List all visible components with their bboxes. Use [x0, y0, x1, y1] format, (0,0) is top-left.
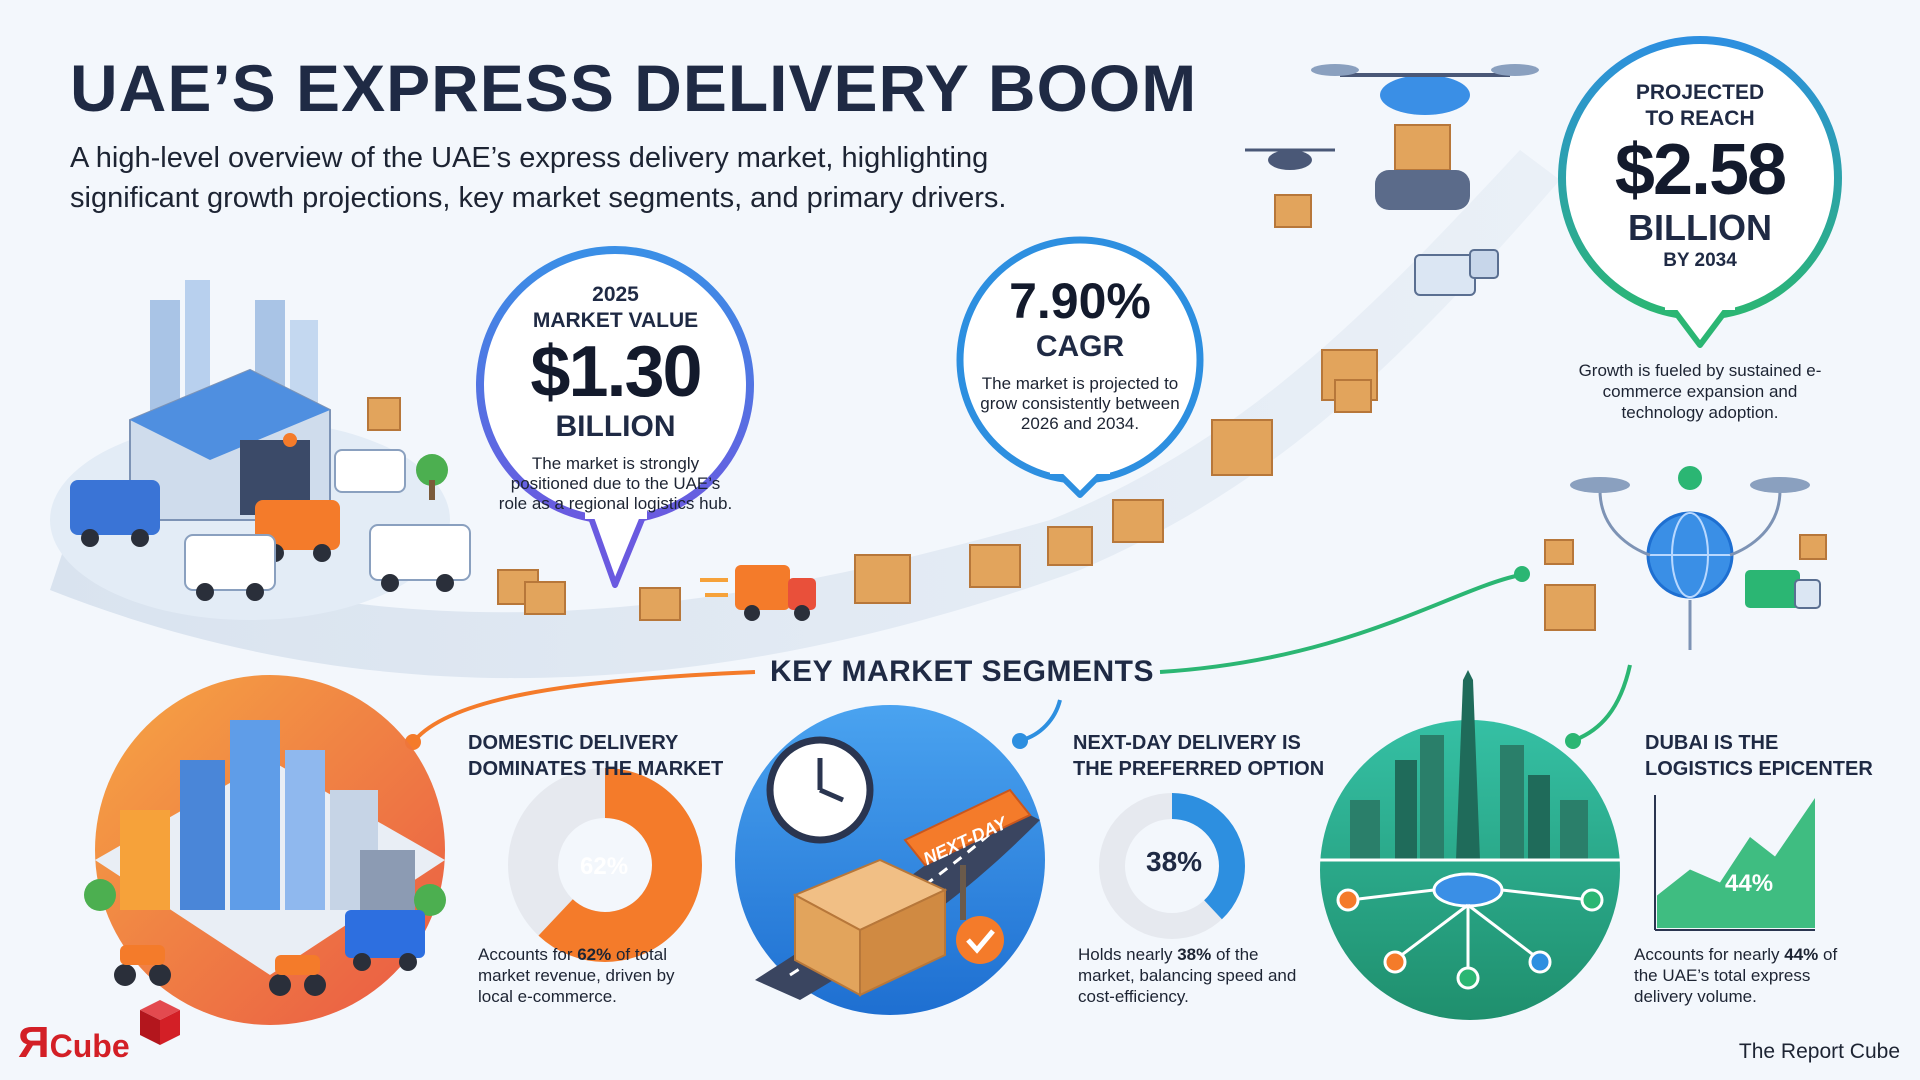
- page-title: UAE’S EXPRESS DELIVERY BOOM: [70, 51, 1198, 125]
- growth-note: Growth is fueled by sustained e-commerce…: [1578, 361, 1822, 422]
- projection-unit: BILLION: [1628, 207, 1772, 248]
- projection-year: BY 2034: [1663, 250, 1737, 271]
- domestic-share-chart: [508, 768, 702, 962]
- segment-1-heading-line-2: DOMINATES THE MARKET: [468, 758, 724, 780]
- market-label: MARKET VALUE: [532, 309, 699, 332]
- segment-1-description: Accounts for 62% of total market revenue…: [478, 944, 698, 1007]
- dubai-hub-icon: [1320, 670, 1620, 1020]
- delivery-van-icon: [70, 449, 471, 601]
- market-year: 2025: [592, 283, 639, 306]
- segment-2-desc-bold: 38%: [1177, 945, 1212, 964]
- section-title: KEY MARKET SEGMENTS: [770, 655, 1154, 688]
- drone-icon: [1245, 64, 1539, 228]
- projection-text: PROJECTED TO REACH $2.58 BILLION BY 2034: [1570, 80, 1830, 274]
- segment-3-desc-bold: 44%: [1784, 945, 1819, 964]
- segment-1-heading: DOMESTIC DELIVERY DOMINATES THE MARKET: [468, 730, 728, 782]
- segment-1-desc-bold: 62%: [577, 945, 612, 964]
- projection-value: $2.58: [1614, 130, 1787, 210]
- cagr-note: The market is projected to grow consiste…: [980, 374, 1180, 433]
- logo-cube-icon: [140, 1000, 180, 1045]
- warehouse-icon: [50, 280, 450, 620]
- segment-1-desc-pre: Accounts for: [478, 945, 578, 964]
- segment-3-heading: DUBAI IS THE LOGISTICS EPICENTER: [1645, 730, 1885, 782]
- projection-label-2: TO REACH: [1645, 107, 1755, 130]
- market-value-text: 2025 MARKET VALUE $1.30 BILLION The mark…: [498, 282, 733, 514]
- market-value: $1.30: [530, 332, 702, 412]
- package-icon: [367, 349, 1378, 621]
- market-value-bubble: [476, 246, 754, 588]
- page-subtitle: A high-level overview of the UAE’s expre…: [70, 142, 1007, 214]
- cagr-bubble: [956, 236, 1204, 498]
- cagr-value: 7.90%: [1009, 273, 1151, 329]
- checkmark-icon: [956, 916, 1004, 964]
- scooter-icon: [114, 910, 425, 996]
- next-day-share-chart: [1099, 793, 1245, 939]
- market-unit: BILLION: [555, 410, 676, 443]
- road-path: [50, 150, 1560, 679]
- segment-3-desc-pre: Accounts for nearly: [1634, 945, 1785, 964]
- market-note: The market is strongly positioned due to…: [498, 454, 733, 513]
- projection-bubble: [1558, 36, 1842, 348]
- segment-3-percent: 44%: [1725, 870, 1774, 897]
- segment-2-heading-line-1: NEXT-DAY DELIVERY IS: [1073, 732, 1301, 754]
- dubai-share-chart: [1654, 795, 1815, 931]
- segment-3-description: Accounts for nearly 44% of the UAE’s tot…: [1634, 944, 1864, 1007]
- segment-1-heading-line-1: DOMESTIC DELIVERY: [468, 732, 679, 754]
- truck-icon: [700, 249, 1499, 621]
- cagr-text: 7.90% CAGR The market is projected to gr…: [970, 272, 1190, 434]
- segment-3-desc-post: of the UAE’s total express delivery volu…: [1634, 945, 1838, 1006]
- logo: ЯCube: [18, 1018, 130, 1068]
- clock-icon: [766, 736, 874, 844]
- segment-1-desc-post: of total market revenue, driven by local…: [478, 945, 675, 1006]
- globe-network-icon: [1544, 466, 1827, 650]
- package-icon: [792, 858, 948, 997]
- segment-3-heading-line-1: DUBAI IS THE: [1645, 732, 1779, 754]
- segment-1-percent: 62%: [580, 853, 629, 880]
- logo-text: Cube: [49, 1028, 130, 1064]
- segment-2-description: Holds nearly 38% of the market, balancin…: [1078, 944, 1308, 1007]
- logo-r: Я: [18, 1018, 50, 1067]
- projection-label-1: PROJECTED: [1635, 81, 1765, 104]
- brand-name: The Report Cube: [1738, 1040, 1900, 1063]
- segment-3-heading-line-2: LOGISTICS EPICENTER: [1645, 758, 1873, 780]
- segment-2-desc-pre: Holds nearly: [1078, 945, 1178, 964]
- segment-2-percent: 38%: [1146, 846, 1203, 877]
- segment-2-heading: NEXT-DAY DELIVERY IS THE PREFERRED OPTIO…: [1073, 730, 1333, 782]
- city-skyline-icon: [84, 675, 446, 1025]
- cagr-label: CAGR: [1035, 330, 1125, 363]
- segment-2-heading-line-2: THE PREFERRED OPTION: [1073, 758, 1325, 780]
- segment-2-desc-post: of the market, balancing speed and cost-…: [1078, 945, 1297, 1006]
